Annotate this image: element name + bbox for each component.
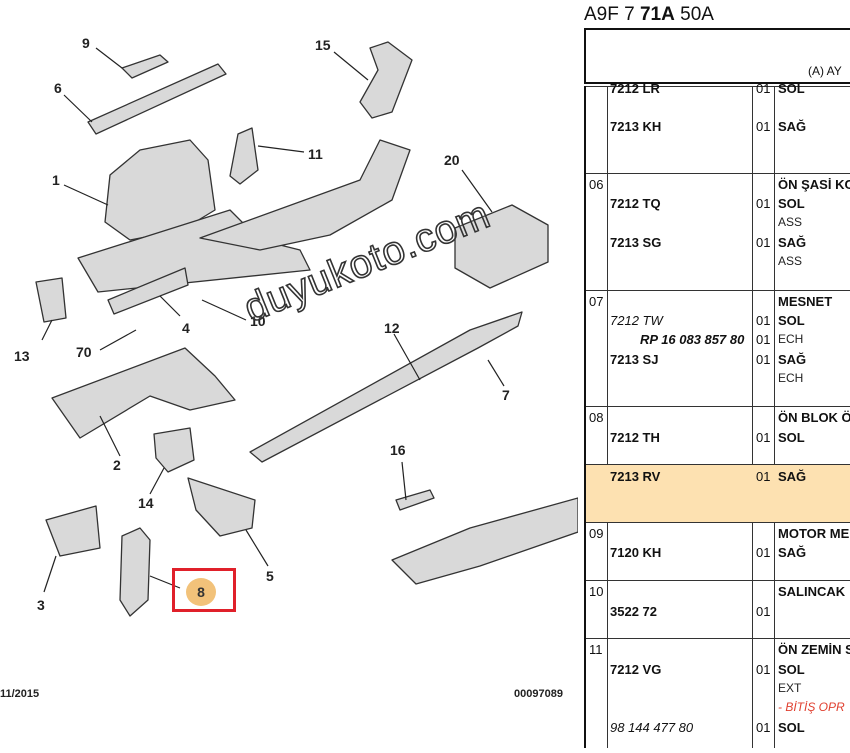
- diagram-code: 00097089: [514, 688, 563, 700]
- callout-11[interactable]: 11: [308, 146, 323, 162]
- row-number: 07: [589, 294, 604, 309]
- callout-1[interactable]: 1: [52, 172, 60, 188]
- table-row[interactable]: 06 ÖN ŞASİ KC 7212 TQ 01 SOL ASS 7213 SG…: [586, 173, 850, 291]
- part-ref[interactable]: 7212 TQ: [610, 196, 661, 211]
- part-note: ECH: [778, 371, 804, 385]
- row-number: 10: [589, 584, 604, 599]
- callout-10[interactable]: 10: [250, 313, 266, 329]
- row-number: 11: [589, 642, 603, 657]
- row-number: 06: [589, 177, 604, 192]
- row-number: 09: [589, 526, 604, 541]
- part-note: ASS: [778, 215, 803, 229]
- part-qty: 01: [756, 469, 771, 484]
- part-qty: 01: [756, 196, 771, 211]
- parts-table: 7212 LR 01 SOL 7213 KH 01 SAĞ 06 ÖN ŞASİ…: [584, 81, 850, 749]
- callout-4[interactable]: 4: [182, 320, 190, 336]
- table-header-box: [584, 28, 850, 84]
- row-title: MESNET: [778, 294, 833, 309]
- callout-5[interactable]: 5: [266, 568, 274, 584]
- part-ref[interactable]: 3522 72: [610, 604, 657, 619]
- part-qty: 01: [756, 119, 771, 134]
- table-row[interactable]: 09 MOTOR ME 7120 KH 01 SAĞ: [586, 522, 850, 581]
- part-remark: - BİTİŞ OPR: [778, 700, 845, 714]
- parts-diagram: 9 6 15 11 1 20 13 4 10 70 12 7 2 14 16 5…: [0, 35, 579, 700]
- part-ref[interactable]: 7212 TH: [610, 430, 660, 445]
- callout-70[interactable]: 70: [76, 344, 92, 360]
- part-qty: 01: [756, 430, 771, 445]
- callout-15[interactable]: 15: [315, 37, 331, 53]
- row-title: MOTOR ME: [778, 526, 850, 541]
- callout-7[interactable]: 7: [502, 387, 510, 403]
- part-side: SOL: [778, 313, 805, 328]
- part-note: ASS: [778, 254, 803, 268]
- part-side: SOL: [778, 196, 805, 211]
- row-title: ÖN ŞASİ KC: [778, 177, 850, 192]
- part-qty: 01: [756, 720, 771, 735]
- part-ref[interactable]: 7212 LR: [610, 81, 660, 96]
- part-ref[interactable]: 7213 KH: [610, 119, 662, 134]
- part-qty: 01: [756, 352, 771, 367]
- part-note: ECH: [778, 332, 804, 346]
- table-row-selected[interactable]: 7213 RV 01 SAĞ: [586, 464, 850, 523]
- part-qty: 01: [756, 332, 771, 347]
- part-side: SAĞ: [778, 545, 807, 560]
- part-ref[interactable]: 98 144 477 80: [610, 720, 694, 735]
- table-row[interactable]: 7212 LR 01 SOL 7213 KH 01 SAĞ: [586, 81, 850, 174]
- callout-14[interactable]: 14: [138, 495, 154, 511]
- callout-12[interactable]: 12: [384, 320, 400, 336]
- part-side: SOL: [778, 81, 805, 96]
- part-side: SAĞ: [778, 235, 807, 250]
- table-row[interactable]: 07 MESNET 7212 TW 01 SOL RP 16 083 857 8…: [586, 290, 850, 407]
- part-qty: 01: [756, 662, 771, 677]
- callout-16[interactable]: 16: [390, 442, 406, 458]
- table-row[interactable]: 11 ÖN ZEMİN S 7212 VG 01 SOL EXT - BİTİŞ…: [586, 638, 850, 749]
- row-title: ÖN BLOK Ö: [778, 410, 850, 425]
- diagram-date: 11/2015: [0, 688, 40, 700]
- callout-13[interactable]: 13: [14, 348, 30, 364]
- table-row[interactable]: 08 ÖN BLOK Ö 7212 TH 01 SOL: [586, 406, 850, 465]
- part-qty: 01: [756, 545, 771, 560]
- part-side: SOL: [778, 720, 805, 735]
- part-ref[interactable]: 7120 KH: [610, 545, 662, 560]
- exploded-view-drawing: [35, 41, 579, 617]
- callout-20[interactable]: 20: [444, 152, 460, 168]
- callout-2[interactable]: 2: [113, 457, 121, 473]
- selected-callout-frame: [172, 568, 236, 612]
- part-side: SAĞ: [778, 119, 807, 134]
- header-column-label: (A) AY: [808, 64, 842, 78]
- part-side: SOL: [778, 430, 805, 445]
- part-ref[interactable]: RP 16 083 857 80: [640, 332, 745, 347]
- part-ref[interactable]: 7213 SG: [610, 235, 662, 250]
- part-side: SAĞ: [778, 352, 807, 367]
- part-qty: 01: [756, 81, 771, 96]
- callout-8[interactable]: 8: [186, 578, 216, 606]
- part-ref[interactable]: 7213 SJ: [610, 352, 659, 367]
- table-row[interactable]: 10 SALINCAK 3522 72 01: [586, 580, 850, 639]
- panel-title: A9F 7 71A 50A: [584, 4, 714, 25]
- part-qty: 01: [756, 235, 771, 250]
- callout-6[interactable]: 6: [54, 80, 62, 96]
- row-title: ÖN ZEMİN S: [778, 642, 850, 657]
- callout-9[interactable]: 9: [82, 35, 90, 51]
- part-side: SAĞ: [778, 469, 807, 484]
- part-ref[interactable]: 7212 TW: [610, 313, 663, 328]
- part-ref[interactable]: 7212 VG: [610, 662, 662, 677]
- part-ref[interactable]: 7213 RV: [610, 469, 661, 484]
- callout-3[interactable]: 3: [37, 597, 45, 613]
- part-note: EXT: [778, 681, 802, 695]
- parts-list-panel: A9F 7 71A 50A (A) AY 7212 LR 01 SOL 7213…: [578, 0, 850, 748]
- row-number: 08: [589, 410, 604, 425]
- part-qty: 01: [756, 313, 771, 328]
- part-qty: 01: [756, 604, 771, 619]
- part-side: SOL: [778, 662, 805, 677]
- row-title: SALINCAK: [778, 584, 846, 599]
